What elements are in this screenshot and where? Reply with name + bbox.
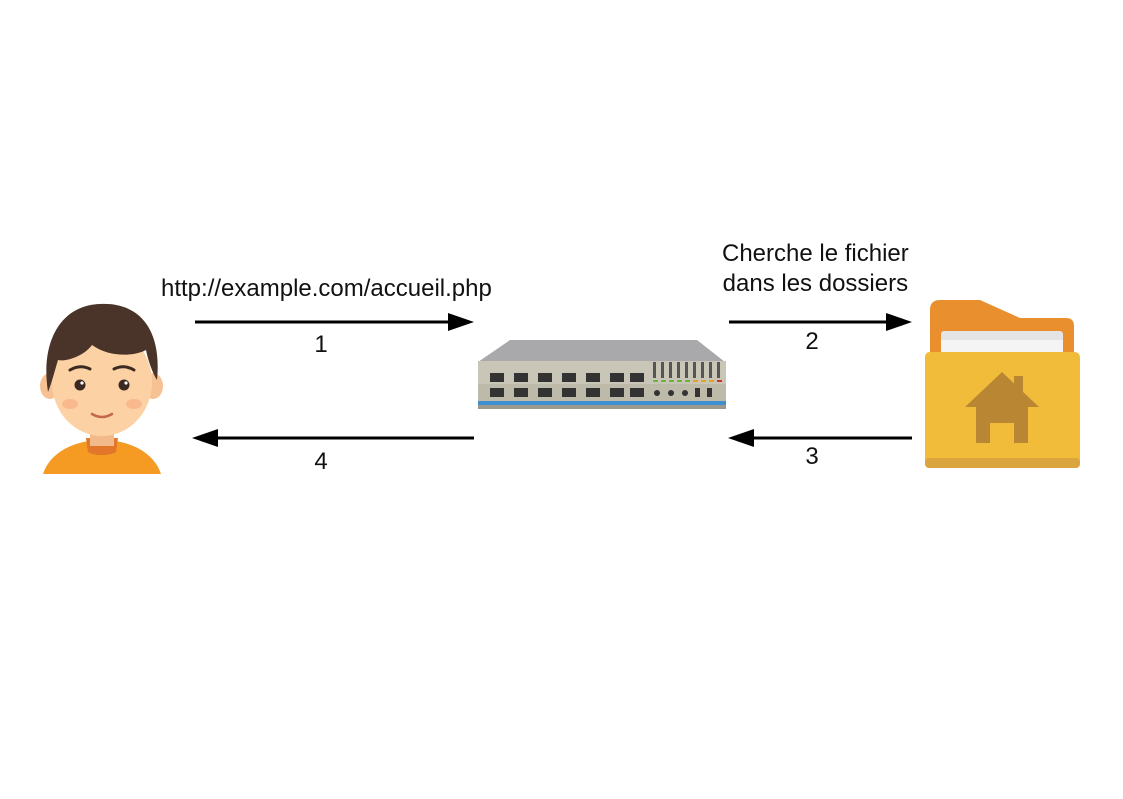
home-folder-icon	[925, 300, 1080, 468]
search-caption-line1: Cherche le fichier	[722, 240, 909, 267]
search-caption: Cherche le fichier dans les dossiers	[722, 239, 909, 299]
request-url-label: http://example.com/accueil.php	[161, 275, 492, 302]
user-avatar-icon	[40, 303, 163, 474]
arrow-4-response	[192, 429, 474, 447]
arrow-3-return	[728, 429, 912, 447]
arrow-1-request	[195, 313, 474, 331]
search-caption-line2: dans les dossiers	[722, 270, 909, 297]
step-1-number: 1	[314, 331, 328, 358]
step-2-number: 2	[805, 328, 819, 355]
server-switch-icon	[478, 340, 726, 409]
step-3-number: 3	[805, 443, 819, 470]
step-4-number: 4	[314, 448, 328, 475]
arrow-2-search	[729, 313, 912, 331]
